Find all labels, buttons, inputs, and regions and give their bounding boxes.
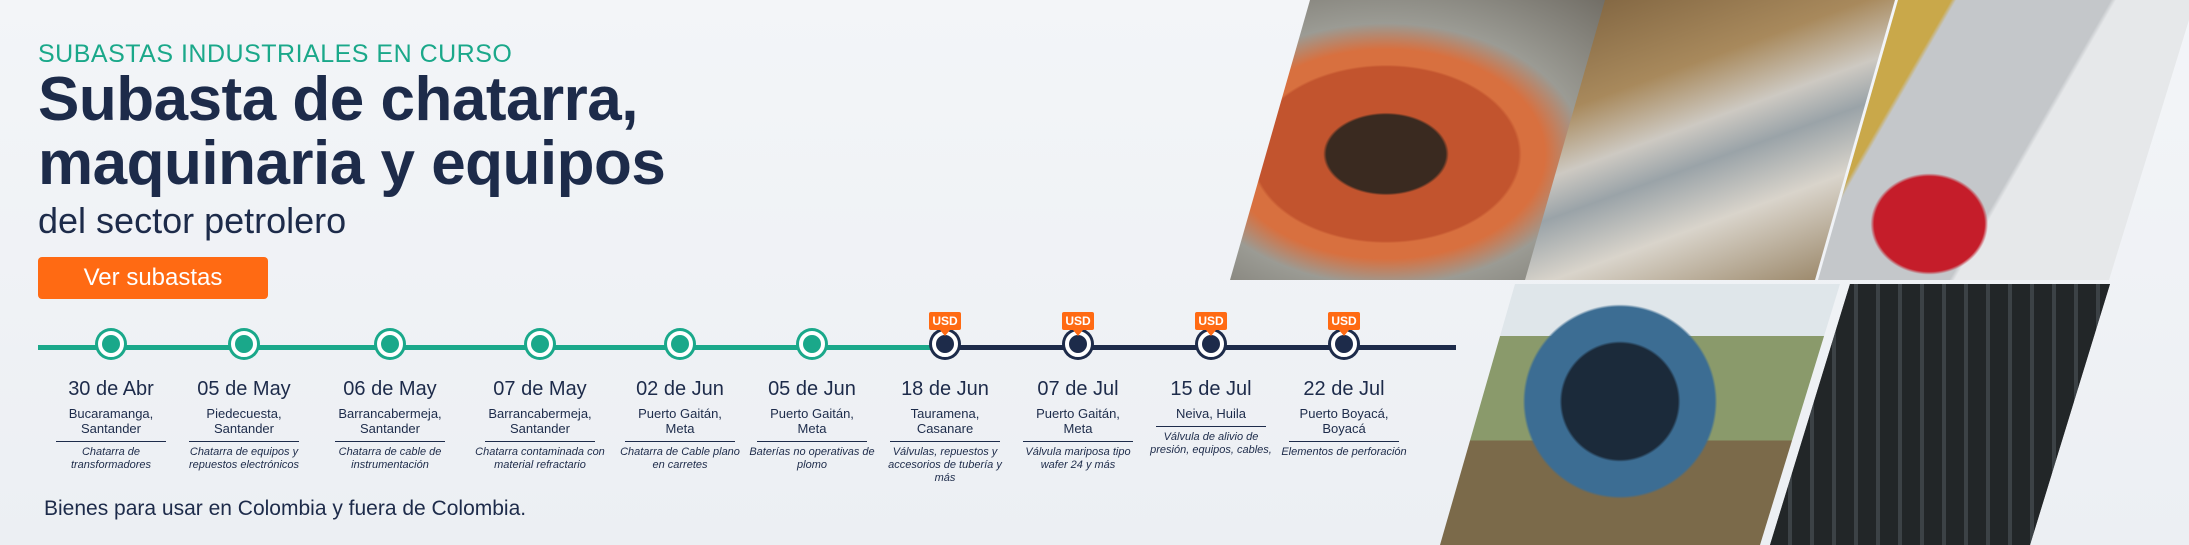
event-description: Válvulas, repuestos y accesorios de tube… (888, 446, 1002, 484)
event-location: Puerto Gaitán, Meta (625, 406, 735, 442)
event-description: Chatarra de Cable plano en carretes (620, 446, 740, 471)
timeline-dot (231, 331, 257, 357)
event-description: Válvula mariposa tipo wafer 24 y más (1025, 446, 1131, 471)
event-location: Puerto Gaitán, Meta (757, 406, 867, 442)
event-location: Puerto Boyacá, Boyacá (1289, 406, 1399, 442)
event-description: Chatarra de transformadores (70, 446, 152, 471)
subheadline: del sector petrolero (38, 200, 347, 241)
event-date: 22 de Jul (1303, 378, 1385, 400)
timeline-dot (377, 331, 403, 357)
event-location: Neiva, Huila (1156, 406, 1266, 427)
event-date: 05 de Jun (768, 378, 856, 400)
usd-badge: USD (1062, 312, 1094, 336)
event-location: Barrancabermeja, Santander (335, 406, 445, 442)
event-date: 02 de Jun (636, 378, 724, 400)
event-location: Tauramena, Casanare (890, 406, 1000, 442)
timeline-dot (667, 331, 693, 357)
event-description: Válvula de alivio de presión, equipos, c… (1150, 431, 1272, 456)
event-description: Chatarra contaminada con material refrac… (475, 446, 605, 471)
event-location: Piedecuesta, Santander (189, 406, 299, 442)
event-description: Elementos de perforación (1281, 446, 1407, 458)
event-date: 18 de Jun (901, 378, 989, 400)
usd-badge: USD (1328, 312, 1360, 336)
event-description: Chatarra de cable de instrumentación (338, 446, 442, 471)
headline-line-1: Subasta de chatarra, (38, 65, 638, 134)
view-auctions-button[interactable]: Ver subastas (38, 257, 268, 299)
event-location: Puerto Gaitán, Meta (1023, 406, 1133, 442)
headline-line-2: maquinaria y equipos (38, 129, 666, 198)
event-description: Baterías no operativas de plomo (749, 446, 875, 471)
event-description: Chatarra de equipos y repuestos electrón… (188, 446, 300, 471)
event-date: 30 de Abr (68, 378, 154, 400)
timeline-dot (799, 331, 825, 357)
footer-note: Bienes para usar en Colombia y fuera de … (44, 497, 527, 520)
timeline-dot (98, 331, 124, 357)
photo-cable-reels (1440, 284, 1840, 545)
event-date: 06 de May (343, 378, 437, 400)
event-date: 07 de Jul (1037, 378, 1119, 400)
usd-badge: USD (1195, 312, 1227, 336)
event-date: 07 de May (493, 378, 587, 400)
event-date: 05 de May (197, 378, 291, 400)
timeline-past-segment (38, 345, 944, 350)
eyebrow-label: SUBASTAS INDUSTRIALES EN CURSO (38, 40, 513, 68)
timeline-dot (527, 331, 553, 357)
event-date: 15 de Jul (1170, 378, 1252, 400)
headline: Subasta de chatarra, maquinaria y equipo… (38, 65, 666, 198)
event-location: Bucaramanga, Santander (56, 406, 166, 442)
event-location: Barrancabermeja, Santander (485, 406, 595, 442)
usd-badge: USD (929, 312, 961, 336)
